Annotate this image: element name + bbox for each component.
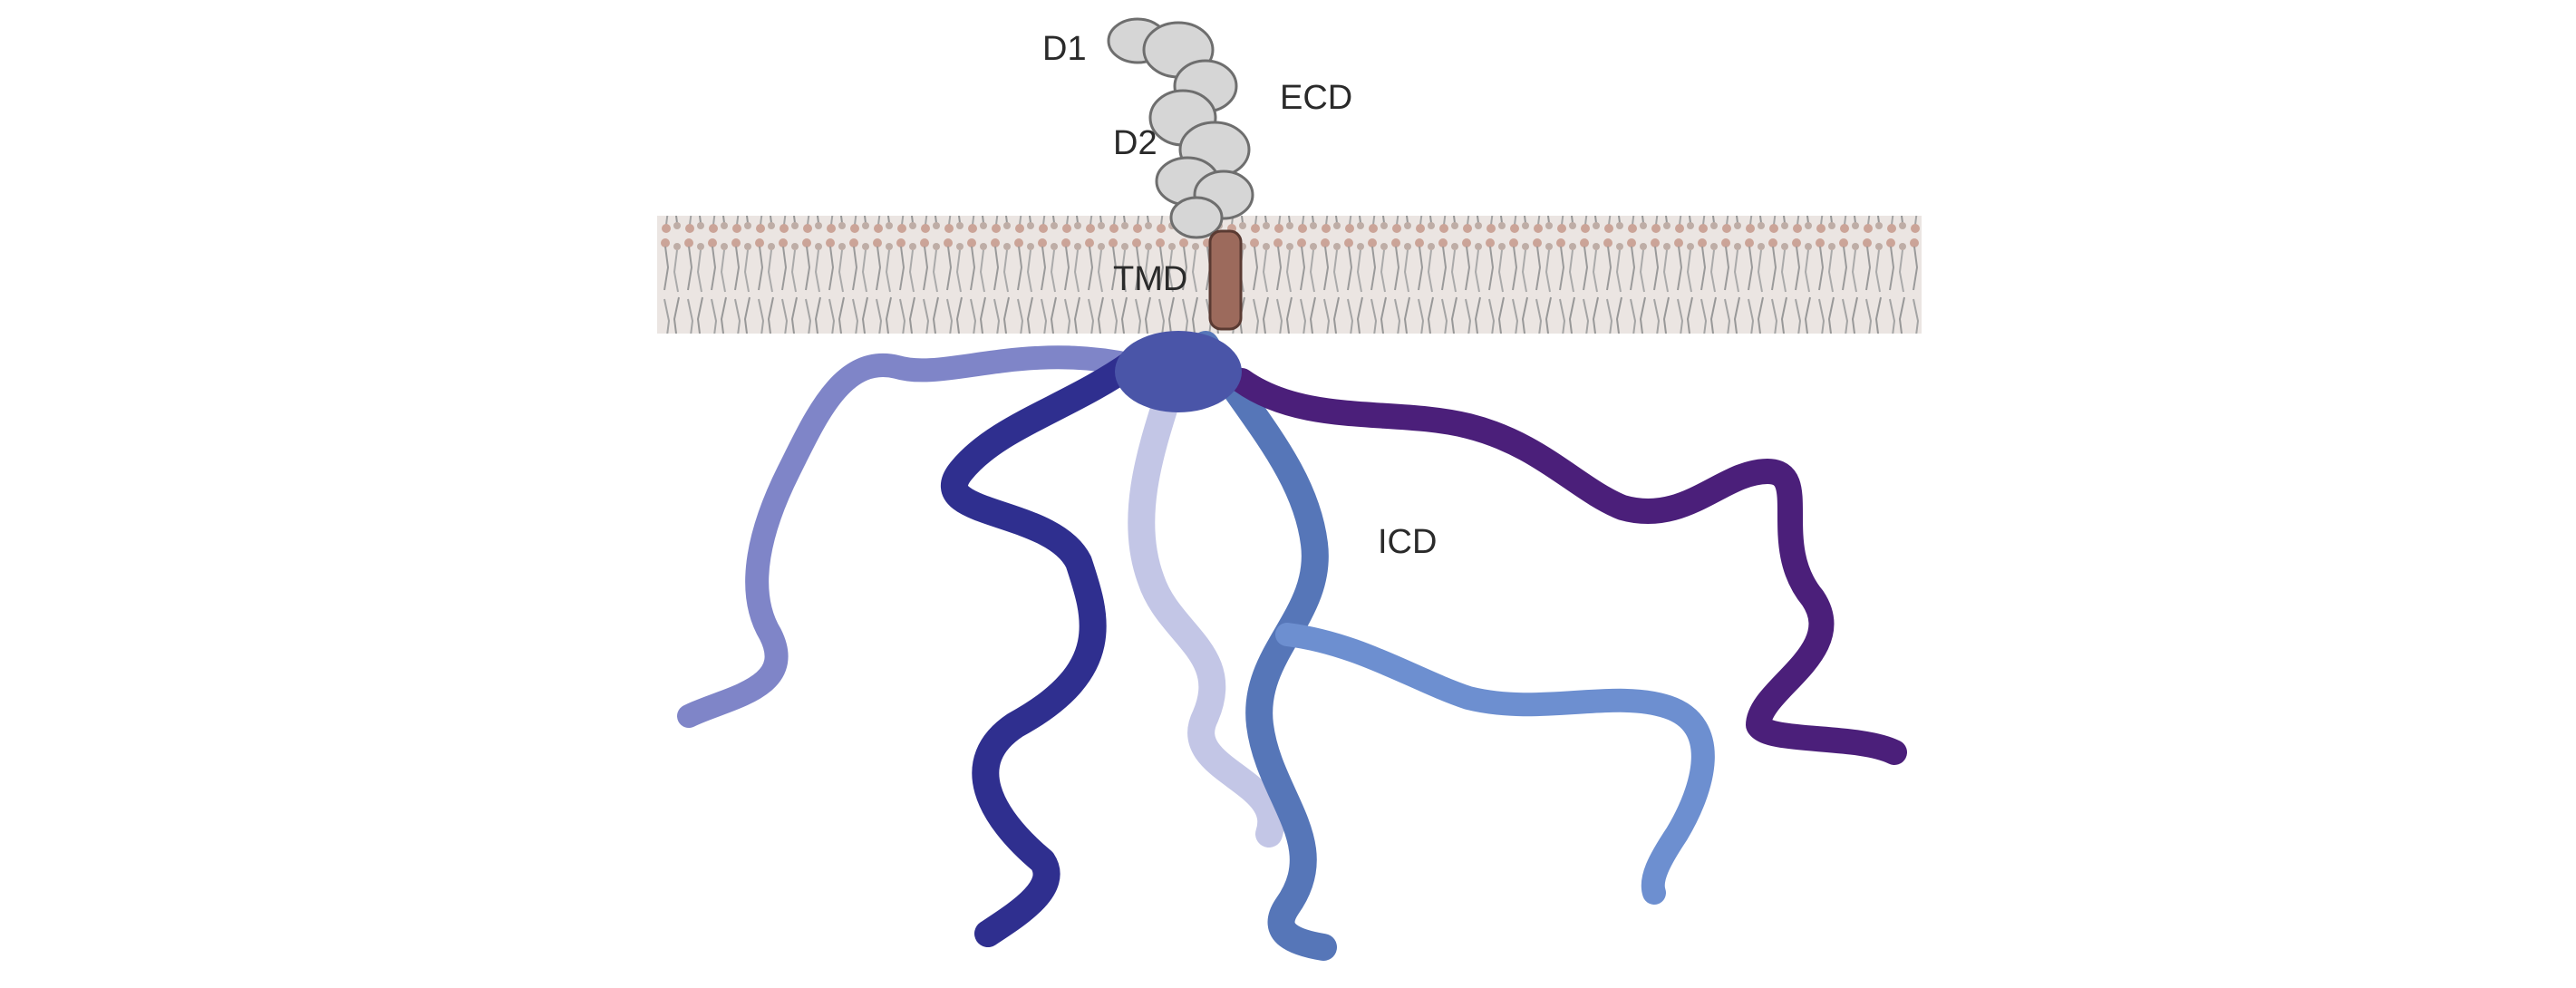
chain-dark-blue bbox=[941, 349, 1147, 947]
transmembrane-helix bbox=[1208, 229, 1243, 331]
chain-pale-center bbox=[1128, 349, 1285, 848]
chain-blue-right bbox=[1275, 623, 1715, 905]
chain-light-blue-left bbox=[677, 345, 1131, 728]
extracellular-domain-structure bbox=[1107, 17, 1254, 239]
label-ecd: ECD bbox=[1280, 79, 1352, 117]
chain-purple-right bbox=[1229, 368, 1907, 765]
intracellular-domain-chains bbox=[677, 331, 1907, 961]
chain-blue-center bbox=[1192, 331, 1337, 961]
label-d1: D1 bbox=[1042, 30, 1087, 68]
label-icd: ICD bbox=[1378, 523, 1437, 561]
label-tmd: TMD bbox=[1113, 260, 1187, 298]
lipid-membrane bbox=[657, 216, 1922, 334]
label-d2: D2 bbox=[1113, 124, 1157, 162]
